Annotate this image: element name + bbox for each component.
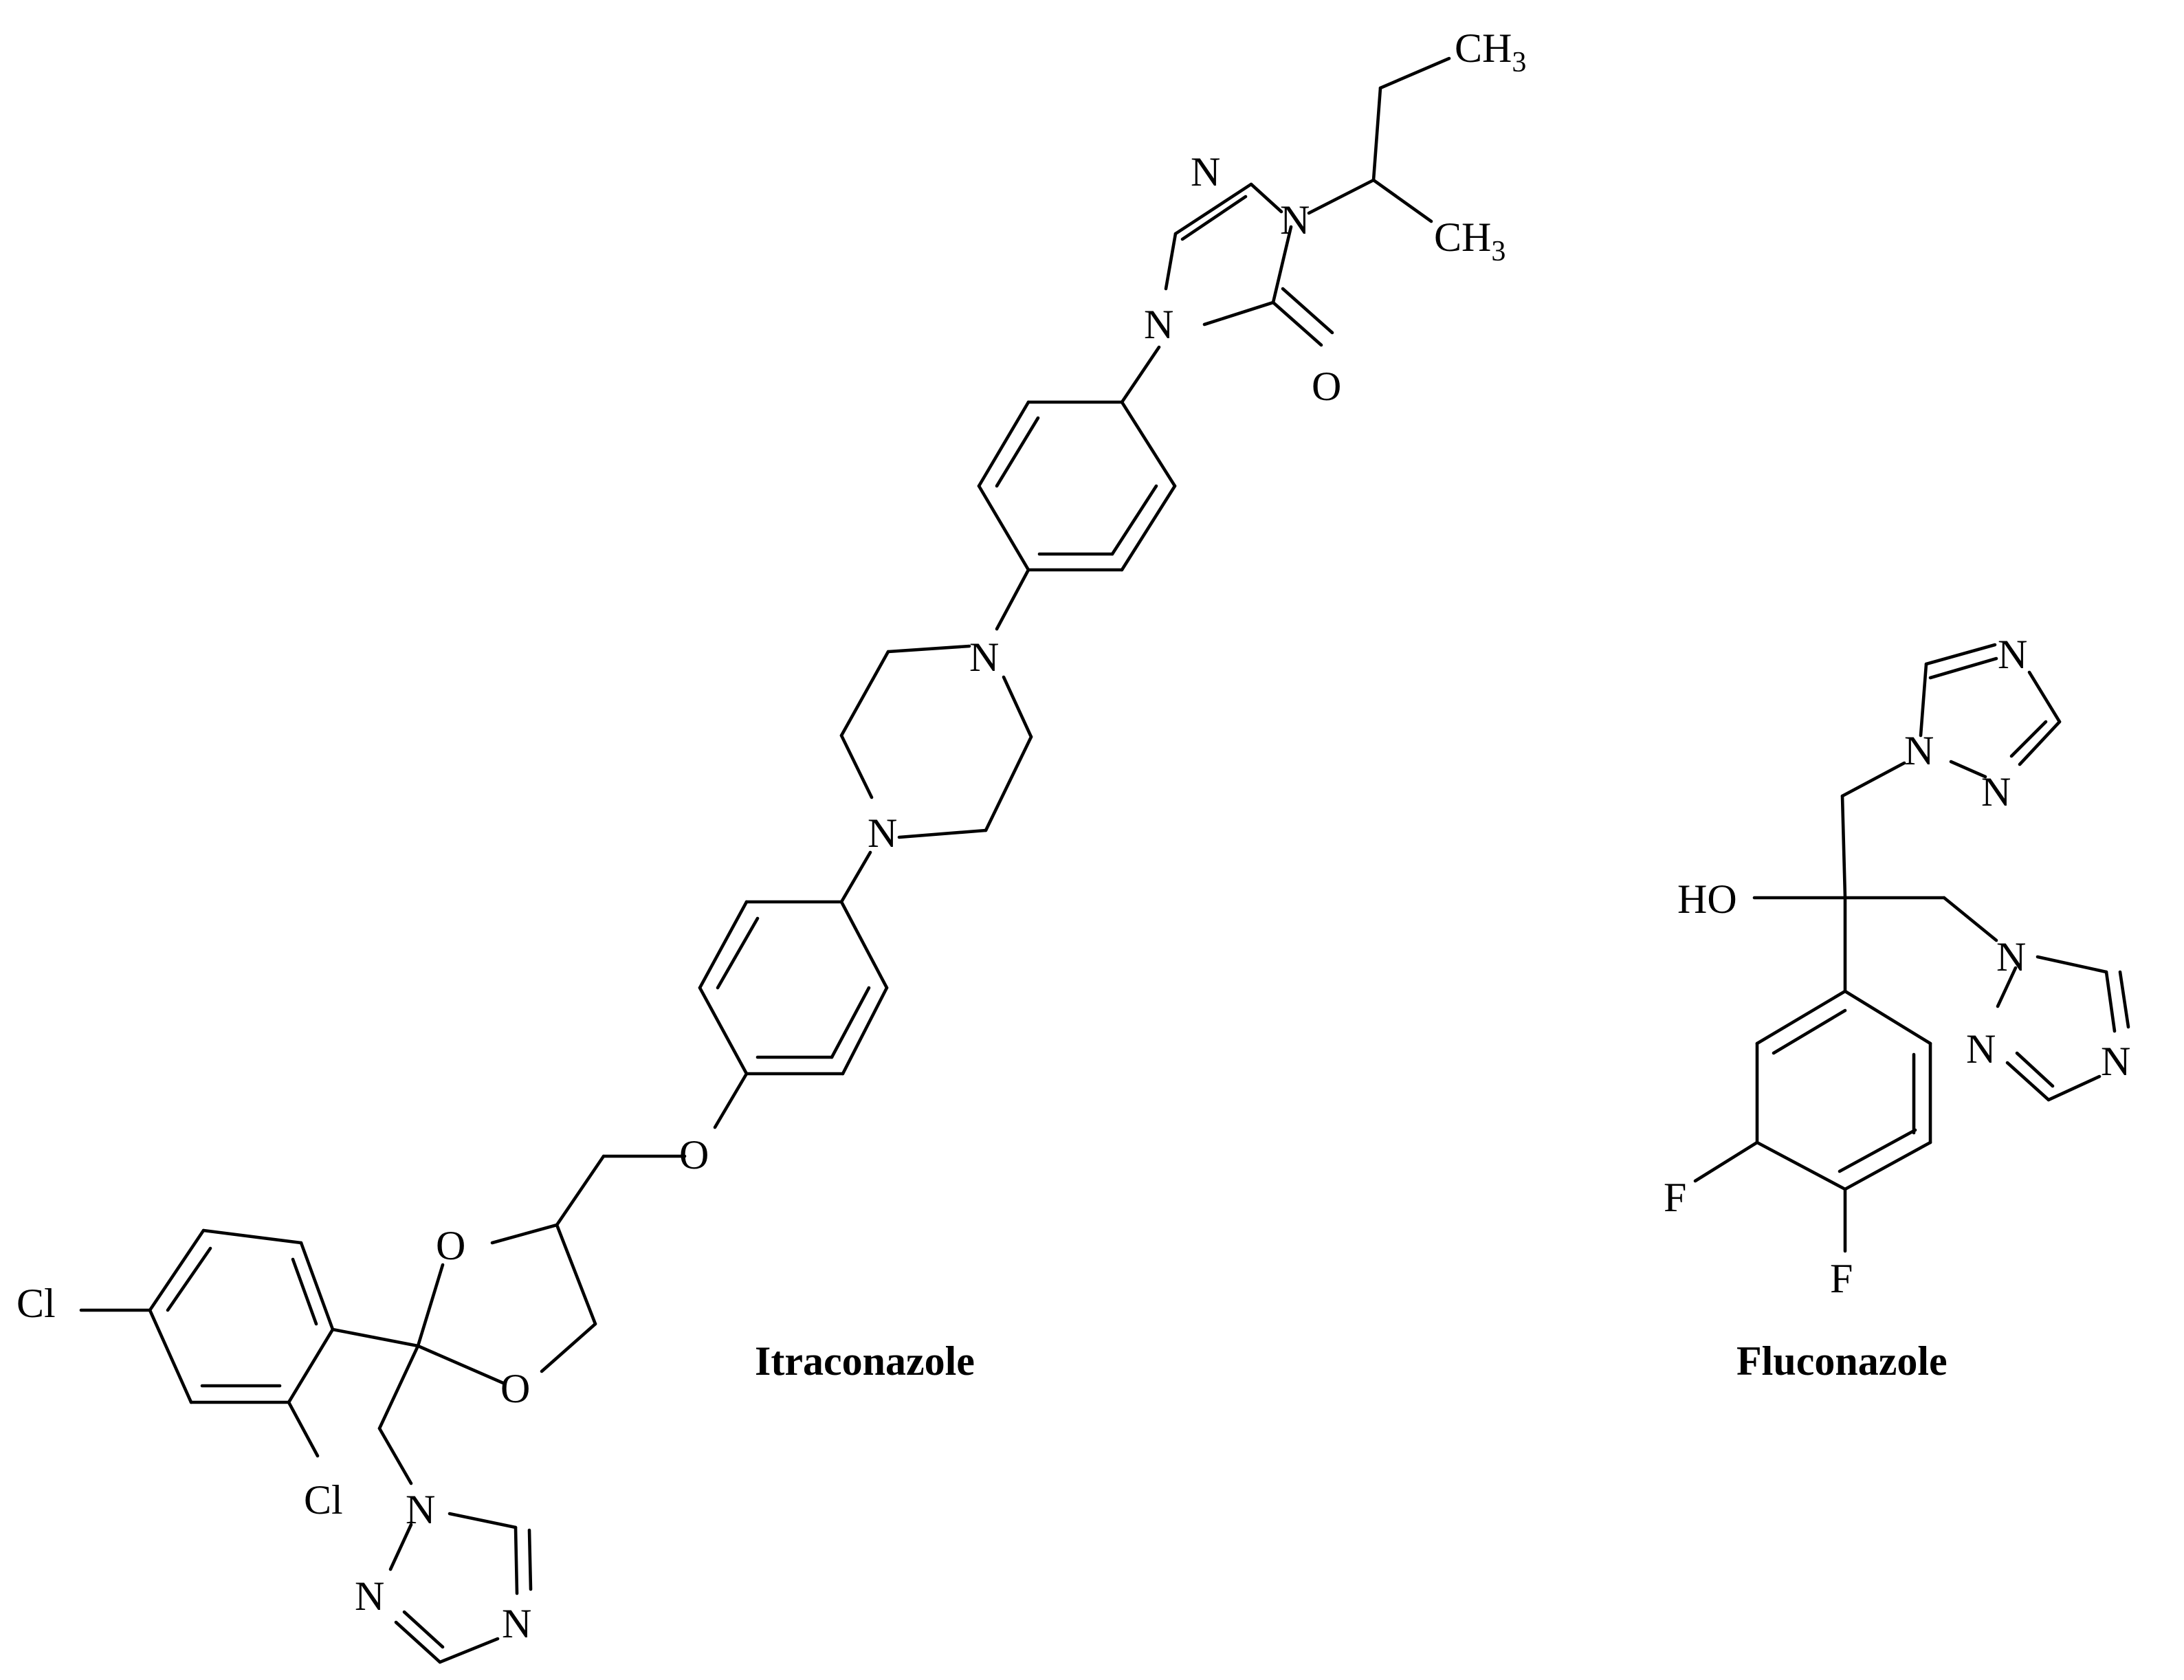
atom-label: N	[2101, 1039, 2130, 1084]
atom-label: O	[1312, 364, 1341, 409]
atom-label: F	[1830, 1256, 1853, 1301]
atom-label: N	[1144, 302, 1173, 347]
atom-label: O	[500, 1366, 530, 1411]
atom-label: N	[1998, 632, 2027, 677]
atom-label: N	[969, 634, 999, 680]
atom-label: N	[502, 1601, 531, 1646]
atom-label: N	[406, 1487, 435, 1532]
molecule-name: Fluconazole	[1736, 1338, 1948, 1384]
atom-label: N	[1280, 197, 1310, 243]
atom-label: Cl	[16, 1281, 56, 1326]
atom-label: N	[1904, 728, 1934, 773]
atom-label: N	[1191, 149, 1220, 195]
atom-label: Cl	[304, 1477, 343, 1523]
fluconazole-atom-labels: N N N HO N N N F F	[1664, 632, 2130, 1301]
atom-label: CH3	[1434, 214, 1505, 267]
atom-label: O	[436, 1223, 465, 1268]
fluconazole-structure: N N N HO N N N F F Fluconazole	[1664, 632, 2130, 1384]
atom-label: N	[1966, 1026, 1996, 1072]
atom-label: N	[1996, 934, 2026, 980]
atom-label: HO	[1677, 876, 1737, 922]
atom-label: N	[1981, 769, 2011, 815]
molecule-name: Itraconazole	[755, 1338, 975, 1384]
atom-label: CH3	[1455, 25, 1526, 78]
atom-label: F	[1664, 1175, 1686, 1220]
atom-label: N	[355, 1573, 384, 1619]
itraconazole-structure: CH3 N N CH3 N O N N O O O Cl Cl N N N It…	[16, 25, 1526, 1664]
atom-label: N	[868, 810, 897, 856]
atom-label: O	[679, 1132, 709, 1178]
